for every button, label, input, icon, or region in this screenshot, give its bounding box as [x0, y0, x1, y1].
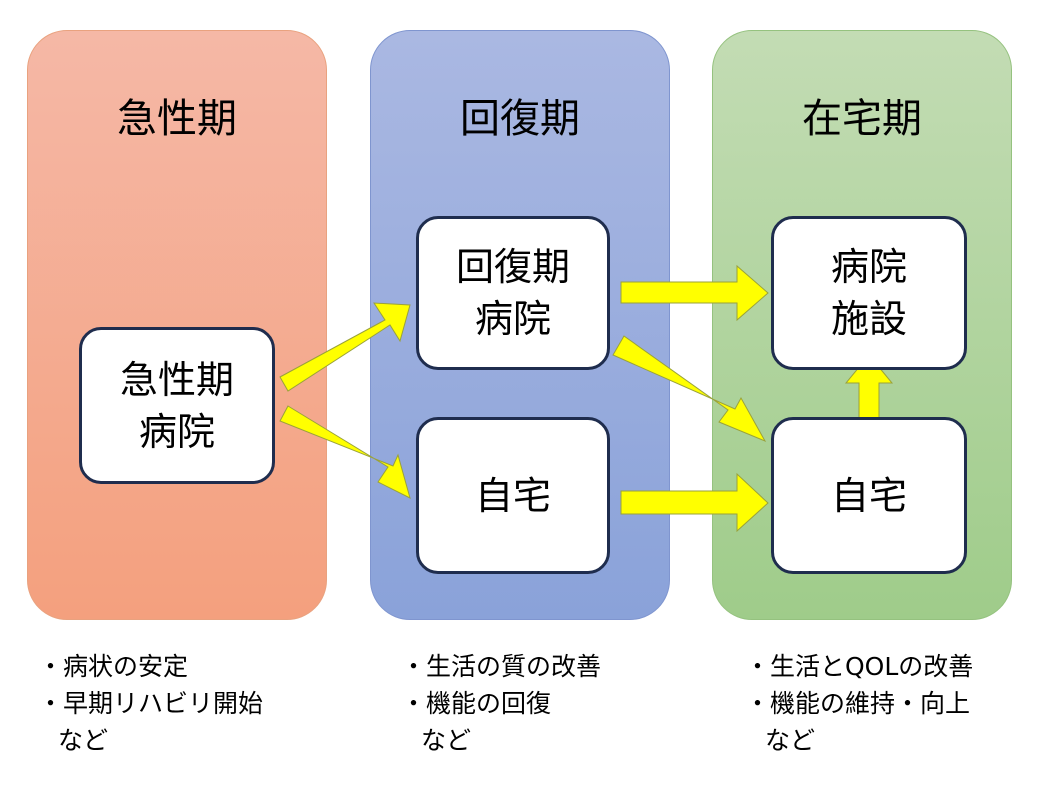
node-label-line2: 施設	[830, 297, 907, 341]
node-label-line1: 自宅	[830, 473, 907, 518]
node-home-hospital-facility: 病院 施設	[771, 216, 967, 370]
note-item: ・病状の安定	[38, 652, 189, 681]
arrow-acute-to-recovery-hospital	[279, 302, 411, 392]
node-home-home: 自宅	[771, 417, 967, 574]
notes-recovery: ・生活の質の改善 ・機能の回復 など	[401, 648, 601, 759]
node-label-line2: 病院	[138, 409, 215, 454]
phase-title-home: 在宅期	[802, 96, 922, 142]
node-label-line1: 回復期	[455, 245, 570, 289]
arrow-recovery-home-to-home	[620, 472, 769, 533]
note-item: など	[765, 726, 816, 755]
node-label-line1: 急性期	[119, 357, 234, 402]
note-item: など	[58, 726, 109, 755]
arrow-recovery-hospital-to-facility	[620, 264, 769, 322]
node-recovery-home: 自宅	[416, 417, 610, 574]
note-item: ・生活とQOLの改善	[745, 652, 974, 681]
note-item: ・機能の維持・向上	[745, 689, 971, 718]
arrow-acute-to-recovery-home	[279, 405, 411, 499]
notes-acute: ・病状の安定 ・早期リハビリ開始 など	[38, 648, 263, 759]
node-label-line1: 病院	[830, 245, 907, 289]
note-item: など	[421, 726, 472, 755]
node-recovery-hospital: 回復期 病院	[416, 216, 610, 370]
node-acute-hospital: 急性期 病院	[79, 327, 275, 484]
arrow-recovery-hospital-to-home	[612, 335, 767, 443]
phase-panel-acute	[27, 30, 327, 620]
note-item: ・機能の回復	[401, 689, 552, 718]
phase-title-acute: 急性期	[117, 96, 237, 142]
node-label-line2: 病院	[474, 297, 551, 341]
note-item: ・早期リハビリ開始	[38, 689, 264, 718]
phase-title-recovery: 回復期	[460, 96, 580, 142]
node-label-line1: 自宅	[474, 473, 551, 518]
notes-home: ・生活とQOLの改善 ・機能の維持・向上 など	[745, 648, 973, 759]
note-item: ・生活の質の改善	[401, 652, 602, 681]
